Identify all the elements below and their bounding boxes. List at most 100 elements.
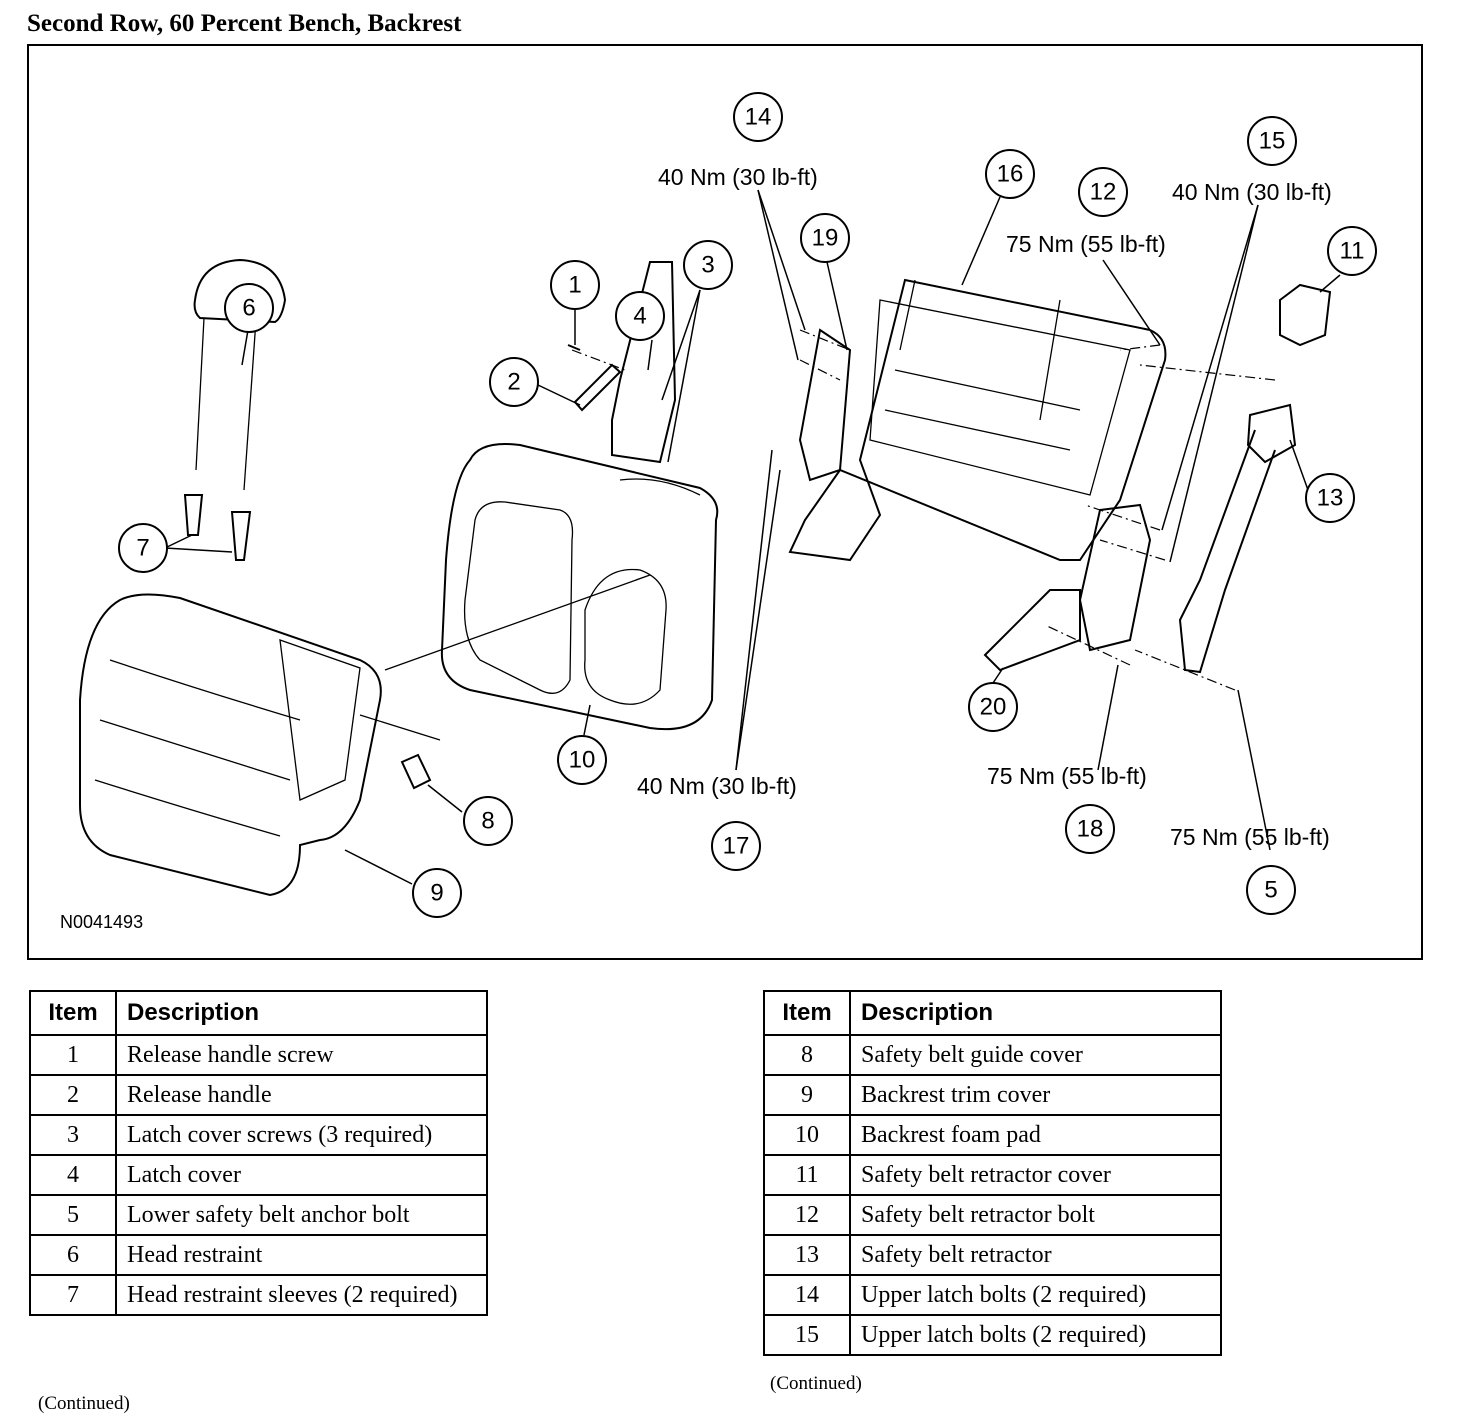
svg-text:11: 11 bbox=[1340, 238, 1365, 265]
callout-10: 10 bbox=[557, 735, 607, 785]
svg-text:14: 14 bbox=[745, 104, 772, 131]
item-number: 1 bbox=[29, 1034, 117, 1076]
callout-2: 2 bbox=[489, 357, 539, 407]
svg-text:16: 16 bbox=[997, 161, 1024, 188]
exploded-diagram: 1 2 3 4 5 6 7 8 9 10 11 12 13 14 15 16 1… bbox=[60, 92, 1377, 932]
svg-text:10: 10 bbox=[569, 747, 596, 774]
callout-3: 3 bbox=[683, 240, 733, 290]
callout-11: 11 bbox=[1327, 226, 1377, 276]
latch-cover bbox=[611, 261, 677, 464]
svg-text:1: 1 bbox=[568, 272, 581, 299]
svg-text:13: 13 bbox=[1317, 485, 1344, 512]
callout-1: 1 bbox=[550, 260, 600, 310]
svg-text:17: 17 bbox=[723, 833, 750, 860]
callout-4: 4 bbox=[615, 291, 665, 341]
safety-belt-guide-cover bbox=[400, 753, 432, 790]
torque-spec-5: 75 Nm (55 lb-ft) bbox=[1170, 824, 1330, 850]
svg-text:6: 6 bbox=[242, 295, 255, 322]
callout-15: 15 bbox=[1247, 116, 1297, 166]
callout-7: 7 bbox=[118, 523, 168, 573]
item-number: 5 bbox=[29, 1194, 117, 1236]
callout-20: 20 bbox=[968, 682, 1018, 732]
safety-belt-retractor-cover bbox=[1279, 283, 1332, 347]
item-description: Latch cover screws (3 required) bbox=[115, 1114, 488, 1156]
svg-text:15: 15 bbox=[1259, 128, 1286, 155]
svg-text:12: 12 bbox=[1090, 179, 1117, 206]
torque-spec-15: 40 Nm (30 lb-ft) bbox=[1172, 179, 1332, 205]
svg-text:18: 18 bbox=[1077, 816, 1104, 843]
page-title: Second Row, 60 Percent Bench, Backrest bbox=[27, 10, 462, 37]
callout-6: 6 bbox=[224, 283, 274, 333]
column-header-item: Item bbox=[29, 990, 117, 1036]
backrest-foam-pad bbox=[440, 443, 719, 731]
safety-belt-retractor bbox=[1178, 403, 1297, 674]
item-description: Lower safety belt anchor bolt bbox=[115, 1194, 488, 1236]
torque-spec-17: 40 Nm (30 lb-ft) bbox=[637, 773, 797, 799]
svg-text:7: 7 bbox=[136, 535, 149, 562]
item-number: 14 bbox=[763, 1274, 851, 1316]
svg-text:3: 3 bbox=[701, 252, 714, 279]
item-number: 2 bbox=[29, 1074, 117, 1116]
torque-spec-12: 75 Nm (55 lb-ft) bbox=[1006, 231, 1166, 257]
svg-text:8: 8 bbox=[481, 808, 494, 835]
item-description: Safety belt retractor bolt bbox=[849, 1194, 1222, 1236]
head-restraint-sleeves bbox=[183, 494, 252, 561]
column-header-description: Description bbox=[849, 990, 1222, 1036]
item-description: Backrest foam pad bbox=[849, 1114, 1222, 1156]
item-description: Release handle bbox=[115, 1074, 488, 1116]
callout-18: 18 bbox=[1065, 804, 1115, 854]
hinge-plate bbox=[1078, 503, 1152, 652]
item-number: 12 bbox=[763, 1194, 851, 1236]
release-handle bbox=[567, 344, 626, 412]
item-description: Head restraint bbox=[115, 1234, 488, 1276]
item-description: Release handle screw bbox=[115, 1034, 488, 1076]
item-number: 4 bbox=[29, 1154, 117, 1196]
item-number: 13 bbox=[763, 1234, 851, 1276]
callout-9: 9 bbox=[412, 868, 462, 918]
continued-note-right: (Continued) bbox=[770, 1373, 862, 1394]
callout-13: 13 bbox=[1305, 473, 1355, 523]
item-description: Safety belt retractor bbox=[849, 1234, 1222, 1276]
item-description: Upper latch bolts (2 required) bbox=[849, 1314, 1222, 1356]
continued-note-left: (Continued) bbox=[38, 1393, 130, 1414]
item-number: 8 bbox=[763, 1034, 851, 1076]
svg-text:4: 4 bbox=[633, 303, 646, 330]
item-number: 6 bbox=[29, 1234, 117, 1276]
callout-19: 19 bbox=[800, 213, 850, 263]
item-number: 15 bbox=[763, 1314, 851, 1356]
callout-8: 8 bbox=[463, 796, 513, 846]
figure-id: N0041493 bbox=[60, 912, 143, 932]
item-description: Head restraint sleeves (2 required) bbox=[115, 1274, 488, 1316]
head-restraint bbox=[193, 258, 287, 491]
svg-text:19: 19 bbox=[812, 225, 839, 252]
callout-17: 17 bbox=[711, 821, 761, 871]
svg-text:9: 9 bbox=[430, 880, 443, 907]
svg-text:5: 5 bbox=[1264, 877, 1277, 904]
item-description: Upper latch bolts (2 required) bbox=[849, 1274, 1222, 1316]
torque-spec-18: 75 Nm (55 lb-ft) bbox=[987, 763, 1147, 789]
item-number: 10 bbox=[763, 1114, 851, 1156]
diagram-frame bbox=[27, 44, 1423, 960]
svg-text:2: 2 bbox=[507, 369, 520, 396]
upper-latch bbox=[798, 328, 852, 482]
pivot-bracket bbox=[983, 589, 1081, 672]
item-description: Safety belt guide cover bbox=[849, 1034, 1222, 1076]
torque-spec-14: 40 Nm (30 lb-ft) bbox=[658, 164, 818, 190]
item-number: 9 bbox=[763, 1074, 851, 1116]
svg-text:20: 20 bbox=[980, 694, 1007, 721]
item-description: Backrest trim cover bbox=[849, 1074, 1222, 1116]
